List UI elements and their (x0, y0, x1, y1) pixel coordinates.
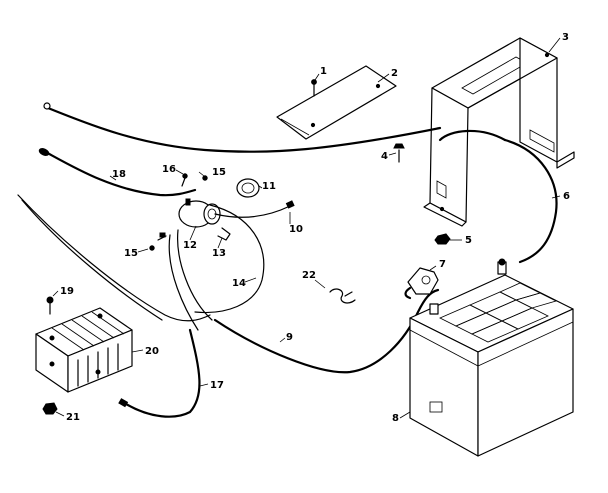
bracket-13 (217, 227, 231, 241)
harness-14 (168, 204, 265, 331)
label-6: 6 (563, 191, 570, 202)
label-15a: 15 (124, 248, 138, 259)
nut-21 (42, 402, 58, 415)
screw-4 (393, 143, 405, 163)
connector-15-top (202, 175, 208, 181)
leader-lines (52, 37, 561, 419)
wire-17 (118, 328, 201, 418)
label-10: 10 (289, 224, 303, 235)
label-3: 3 (562, 32, 569, 43)
label-13: 13 (212, 248, 226, 259)
label-7: 7 (439, 259, 446, 270)
label-9: 9 (286, 332, 293, 343)
battery-cable-6 (438, 129, 558, 264)
label-19: 19 (60, 286, 74, 297)
wire-10 (214, 200, 295, 218)
regulator-20 (35, 307, 133, 393)
label-18: 18 (112, 169, 126, 180)
left-cable (17, 194, 211, 322)
label-16: 16 (162, 164, 176, 175)
label-1: 1 (320, 66, 327, 77)
screw-1 (311, 79, 317, 97)
screw-19 (46, 296, 54, 315)
terminal-cover-7 (404, 267, 439, 300)
label-21: 21 (66, 412, 80, 423)
top-cable (43, 102, 442, 153)
battery-bracket (423, 37, 575, 227)
label-5: 5 (465, 235, 472, 246)
part-labels: 1 2 3 4 5 6 7 8 9 10 11 12 13 14 15 15 1… (60, 32, 570, 424)
clip-22 (329, 288, 356, 304)
label-2: 2 (391, 68, 398, 79)
solenoid-12 (178, 198, 221, 228)
cover-plate (276, 65, 397, 140)
nut-5 (434, 233, 451, 245)
label-12: 12 (183, 240, 197, 251)
cable-18 (38, 148, 197, 197)
label-22: 22 (302, 270, 316, 281)
label-4: 4 (381, 151, 388, 162)
label-15b: 15 (212, 167, 226, 178)
label-20: 20 (145, 346, 159, 357)
label-17: 17 (210, 380, 224, 391)
label-14: 14 (232, 278, 246, 289)
label-8: 8 (392, 413, 399, 424)
label-11: 11 (262, 181, 276, 192)
cable-9 (213, 288, 440, 374)
ring-11 (236, 178, 260, 198)
connector-15-left (149, 232, 167, 251)
connector-16 (181, 173, 188, 187)
battery-8 (409, 258, 574, 457)
